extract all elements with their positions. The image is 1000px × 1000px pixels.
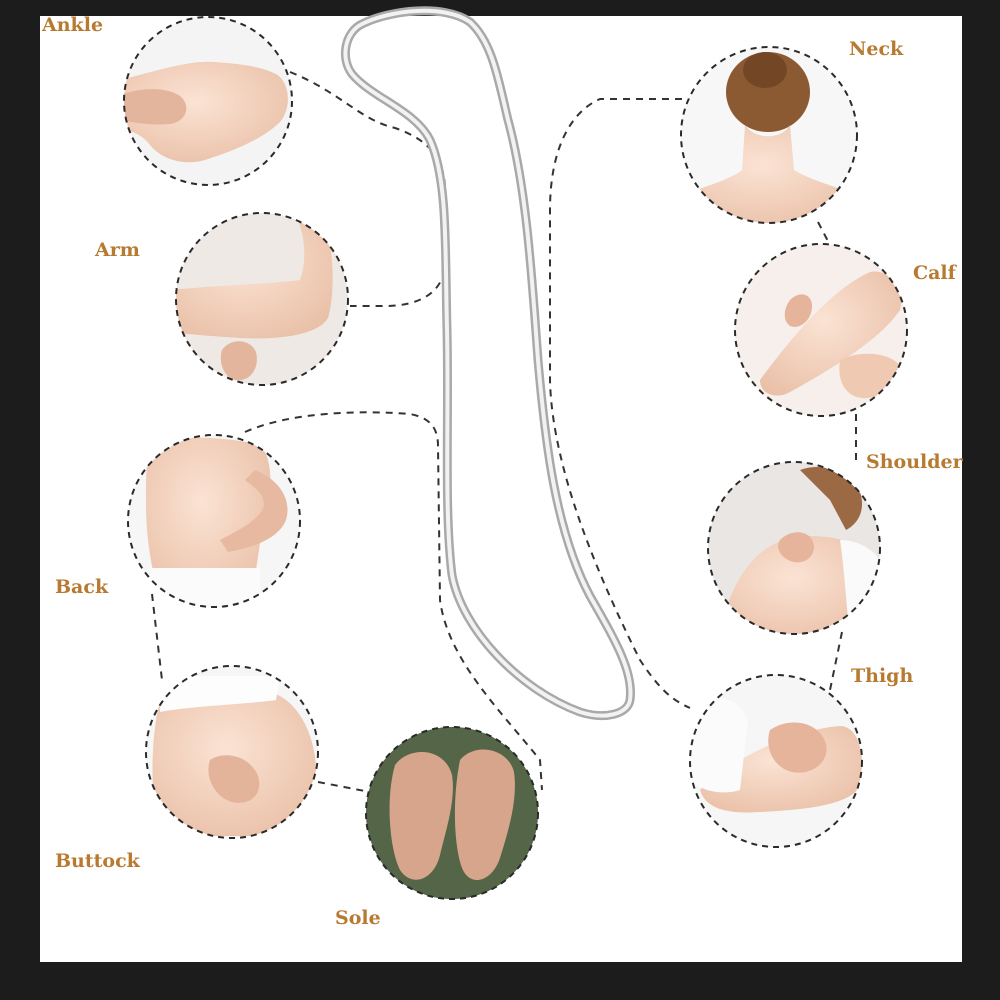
- shoulder-photo: [707, 461, 881, 635]
- connector-lines: [151, 71, 857, 793]
- label-buttock: Buttock: [55, 850, 140, 872]
- label-neck: Neck: [849, 38, 904, 60]
- gua-sha-tool-icon: [340, 6, 636, 721]
- label-shoulder: Shoulder: [866, 451, 963, 473]
- connector-back: [244, 411, 543, 791]
- calf-photo: [734, 243, 908, 417]
- arm-photo: [175, 212, 349, 386]
- back-photo: [127, 434, 301, 608]
- connector-neck-calf: [817, 221, 831, 246]
- thigh-photo: [689, 674, 863, 848]
- connector-neck: [549, 98, 691, 709]
- label-ankle: Ankle: [42, 14, 104, 36]
- label-arm: Arm: [95, 239, 140, 261]
- connector-buttock-sole: [317, 781, 371, 793]
- label-back: Back: [55, 576, 109, 598]
- connector-shoulder-thigh: [829, 631, 843, 691]
- connector-back-buttock: [151, 593, 163, 681]
- label-sole: Sole: [335, 907, 381, 929]
- neck-photo: [680, 46, 858, 224]
- label-thigh: Thigh: [851, 665, 914, 687]
- ankle-photo: [123, 16, 293, 186]
- sole-photo: [365, 726, 539, 900]
- buttock-photo: [145, 665, 319, 839]
- label-calf: Calf: [913, 262, 956, 284]
